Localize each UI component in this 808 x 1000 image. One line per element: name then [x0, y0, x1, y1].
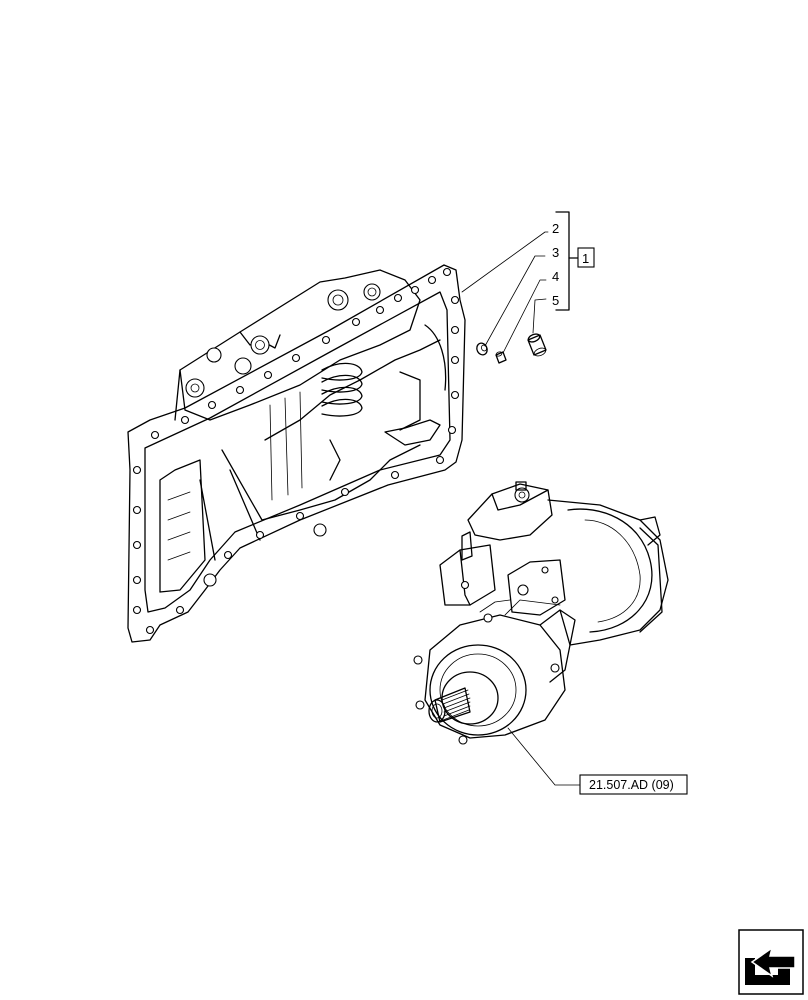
splined-shaft [428, 687, 471, 723]
flange-bolt-holes [132, 267, 460, 635]
part-5-bushing [527, 333, 547, 357]
pump-ref-box: 21.507.AD (09) [579, 774, 688, 795]
callout-3: 3 [552, 245, 559, 260]
hydraulic-pump-part [413, 481, 669, 745]
housing-part [127, 264, 466, 643]
next-page-arrow-icon[interactable] [738, 929, 804, 995]
part-2-plug [476, 342, 488, 356]
callout-4: 4 [552, 269, 559, 284]
small-parts [476, 333, 547, 364]
leader-lines [461, 211, 581, 786]
callout-5: 5 [552, 293, 559, 308]
part-3-pin [495, 351, 507, 364]
group-ref-box: 1 [577, 247, 595, 268]
callout-2: 2 [552, 221, 559, 236]
group-ref-label: 1 [582, 251, 589, 266]
pump-ref-label: 21.507.AD (09) [589, 778, 674, 792]
